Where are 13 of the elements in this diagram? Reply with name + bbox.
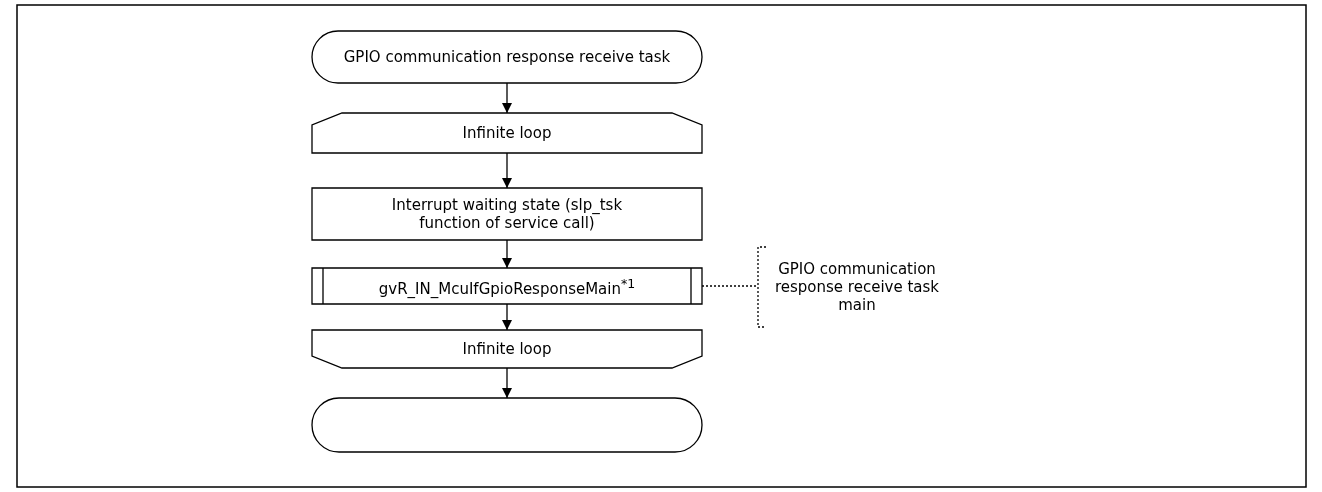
arrow <box>502 303 512 331</box>
annotation-text: GPIO communication response receive task main <box>773 260 941 314</box>
terminator-shape <box>311 397 703 453</box>
arrow <box>502 82 512 114</box>
node-label: Interrupt waiting state (slp_tsk function of service call) <box>390 196 624 232</box>
node-label: Infinite loop <box>462 340 552 358</box>
node-label: gvR_IN_McuIfGpioResponseMain$^{*1}$ <box>378 274 636 298</box>
arrow <box>502 367 512 399</box>
node-label: Infinite loop <box>462 124 552 142</box>
arrow <box>502 152 512 189</box>
arrow <box>502 239 512 269</box>
leader-line <box>701 285 759 287</box>
node-label: GPIO communication response receive task <box>343 48 671 66</box>
